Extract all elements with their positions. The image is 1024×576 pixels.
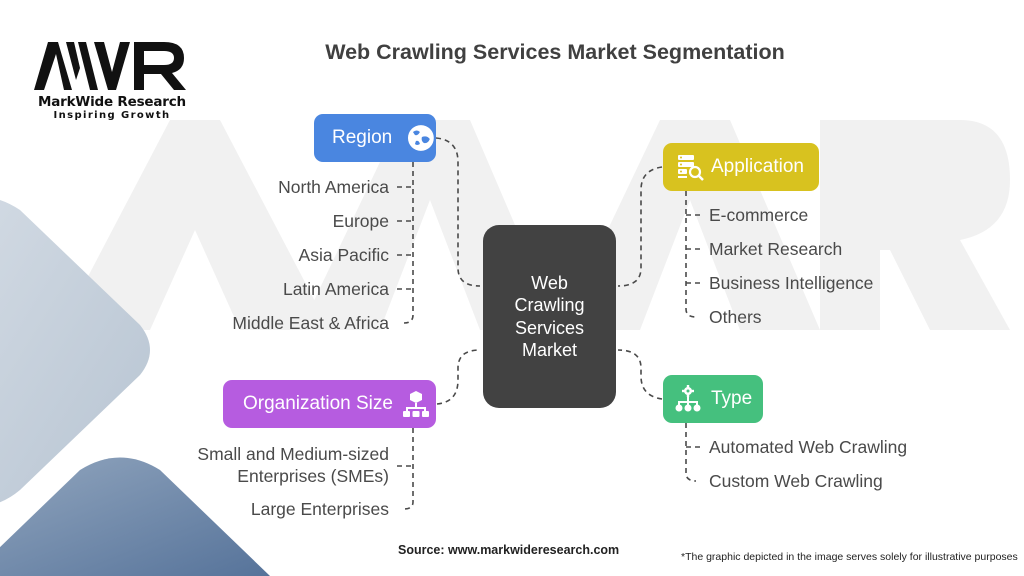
globe-icon — [408, 125, 435, 151]
org-chart-gear-icon — [675, 385, 701, 412]
segment-application-label: Application — [711, 156, 804, 177]
type-item-automated: Automated Web Crawling — [709, 437, 908, 457]
segment-region: Region — [314, 114, 436, 162]
source-text: Source: www.markwideresearch.com — [398, 543, 620, 557]
disclaimer-note: *The graphic depicted in the image serve… — [681, 551, 1018, 563]
connector-region-items — [403, 162, 414, 324]
segment-organization-size-label: Organization Size — [243, 393, 393, 414]
segment-type: Type — [663, 375, 763, 423]
connector-region-center — [435, 137, 481, 287]
database-search-icon — [678, 155, 704, 181]
brand-name: MarkWide Research — [38, 94, 186, 110]
region-item-north-america: North America — [278, 177, 389, 197]
region-item-middle-east-africa: Middle East & Africa — [232, 313, 389, 333]
segment-region-label: Region — [332, 127, 393, 148]
application-item-others: Others — [709, 307, 762, 327]
connector-org-center — [436, 349, 481, 405]
region-item-europe: Europe — [332, 211, 389, 231]
region-item-latin-america: Latin America — [282, 279, 389, 299]
connector-type-center — [617, 349, 663, 400]
connector-org-items — [403, 428, 414, 510]
page-title: Web Crawling Services Market Segmentatio… — [325, 40, 785, 64]
segment-type-label: Type — [711, 388, 753, 409]
connector-application-items — [685, 191, 697, 318]
connector-application-center — [617, 166, 663, 287]
type-item-custom: Custom Web Crawling — [709, 471, 883, 491]
center-node: Web Crawling Services Market — [483, 225, 616, 408]
org-item-smes: Small and Medium-sized Enterprises (SMEs… — [197, 444, 389, 486]
application-item-business-intelligence: Business Intelligence — [709, 273, 874, 293]
markwide-logo-icon — [34, 42, 186, 90]
application-item-ecommerce: E-commerce — [709, 205, 809, 225]
segment-application: Application — [663, 143, 819, 191]
org-chart-cube-icon — [402, 391, 429, 417]
org-item-large-enterprises: Large Enterprises — [250, 499, 389, 519]
watermark — [60, 120, 1010, 330]
segment-organization-size: Organization Size — [223, 380, 436, 428]
application-item-market-research: Market Research — [709, 239, 843, 259]
brand-tagline: Inspiring Growth — [53, 110, 171, 121]
connector-type-items — [685, 423, 697, 482]
region-item-asia-pacific: Asia Pacific — [298, 245, 389, 265]
